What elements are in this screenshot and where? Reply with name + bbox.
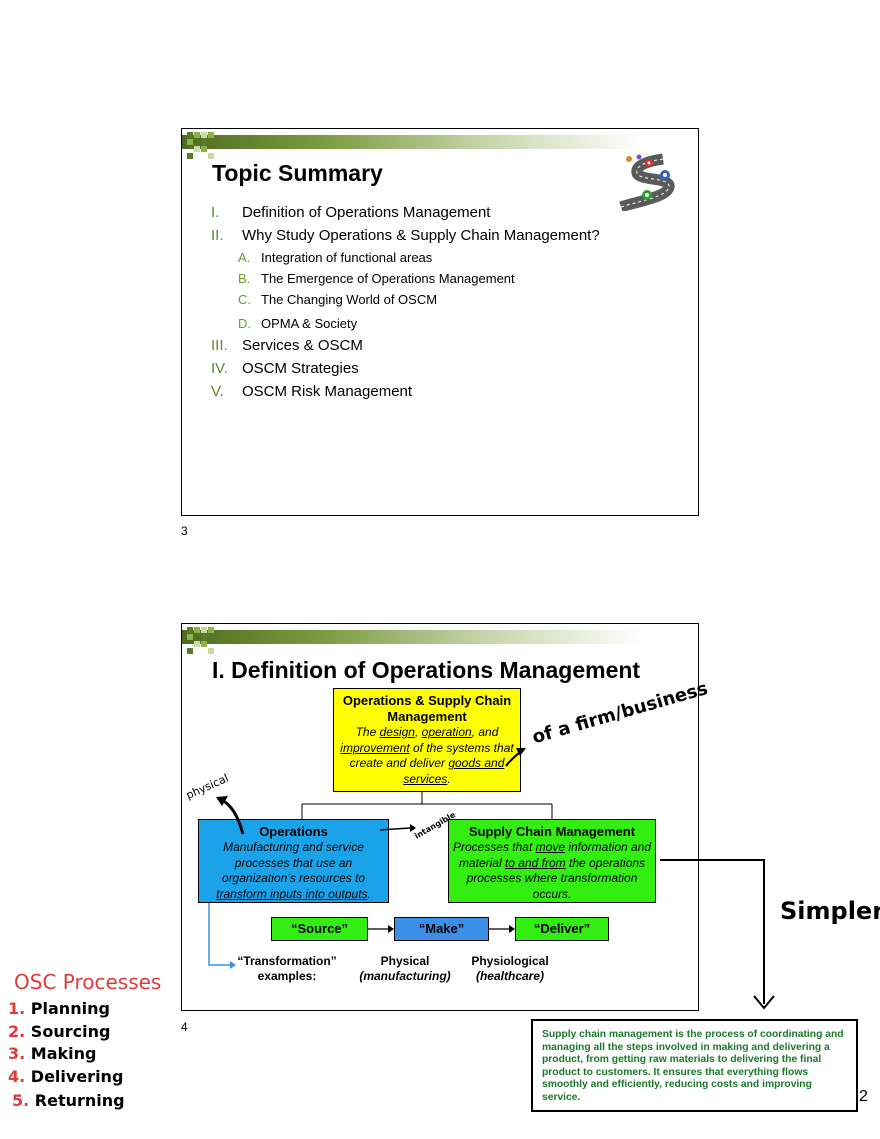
slide-title: Topic Summary	[212, 160, 383, 186]
topic-list: I.Definition of Operations Management II…	[211, 201, 671, 403]
osc-process-item: 2. Sourcing	[8, 1022, 111, 1041]
list-item: D.OPMA & Society	[238, 316, 358, 331]
slide-topic-summary: Topic Summary I.Definition of Operations…	[181, 128, 699, 516]
list-item: V.OSCM Risk Management	[211, 383, 413, 400]
osc-process-item: 3. Making	[8, 1044, 97, 1063]
physical-example: Physical(manufacturing)	[359, 954, 451, 983]
scm-body: Processes that move information and mate…	[452, 840, 652, 901]
oscm-definition-box: Operations & Supply Chain Management The…	[333, 688, 521, 792]
page-number: 3	[181, 524, 188, 538]
list-item: II.Why Study Operations & Supply Chain M…	[211, 227, 600, 244]
osc-processes-title: OSC Processes	[14, 970, 162, 994]
road-map-icon	[619, 153, 675, 211]
osc-process-item: 1. Planning	[8, 999, 110, 1018]
osc-process-item: 5. Returning	[12, 1091, 125, 1110]
physiological-example: Physiological(healthcare)	[471, 954, 549, 983]
header-gradient-bar	[182, 630, 642, 644]
connector-lines	[208, 792, 553, 969]
scm-heading: Supply Chain Management	[468, 824, 636, 839]
list-item: C.The Changing World of OSCM	[238, 292, 438, 307]
flow-deliver: “Deliver”	[515, 917, 609, 941]
transformation-label: “Transformation”examples:	[237, 954, 337, 983]
scm-definition-note: Supply chain management is the process o…	[531, 1019, 858, 1112]
slide-definition: I. Definition of Operations Management O…	[181, 623, 699, 1011]
flow-make: “Make”	[394, 917, 489, 941]
slide-title: I. Definition of Operations Management	[212, 657, 641, 683]
flow-source: “Source”	[271, 917, 368, 941]
header-gradient-bar	[182, 135, 642, 149]
list-item: III.Services & OSCM	[211, 337, 363, 354]
list-item: A.Integration of functional areas	[238, 250, 433, 265]
operations-heading: Operations	[259, 824, 328, 839]
list-item: I.Definition of Operations Management	[211, 204, 491, 221]
page-number: 4	[181, 1020, 188, 1034]
list-item: IV.OSCM Strategies	[211, 360, 359, 377]
osc-process-item: 4. Delivering	[8, 1067, 124, 1086]
oscm-body: The design, operation, and improvement o…	[340, 725, 514, 786]
list-item: B.The Emergence of Operations Management	[238, 271, 515, 286]
oscm-heading: Operations & Supply Chain Management	[342, 693, 512, 724]
sheet-number: 2	[859, 1088, 868, 1105]
operations-box: Operations Manufacturing and service pro…	[198, 819, 389, 903]
scm-box: Supply Chain Management Processes that m…	[448, 819, 656, 903]
annotation-simpler: Simpler	[780, 897, 880, 925]
operations-body: Manufacturing and service processes that…	[216, 840, 371, 901]
